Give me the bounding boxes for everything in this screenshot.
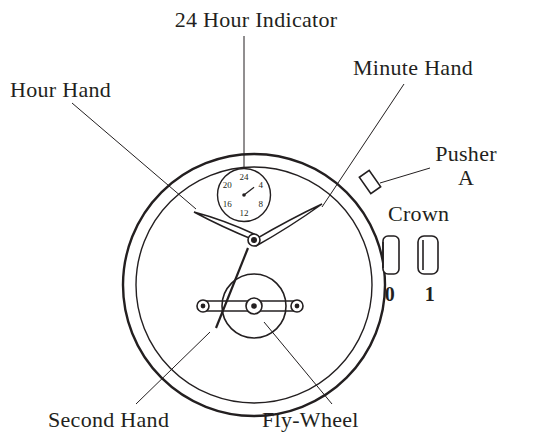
dial-number: 16 [223, 199, 232, 208]
fly-wheel [197, 274, 303, 338]
crown [383, 236, 399, 274]
crown-position: 1 [425, 282, 435, 306]
part-label: 24 Hour Indicator [175, 8, 338, 32]
part-label: Fly-Wheel [262, 408, 359, 432]
part-label: Crown [388, 202, 449, 226]
leader-lines [72, 36, 430, 404]
dial-number: 12 [240, 209, 249, 218]
dial-number: 20 [223, 181, 232, 190]
part-label: Pusher A [431, 142, 501, 190]
part-label: Second Hand [48, 408, 169, 432]
crown-position: 0 [385, 282, 395, 306]
sub-dial: 24 4 8 12 16 20 [216, 167, 272, 223]
part-label: Hour Hand [10, 78, 111, 102]
pusher [359, 170, 380, 193]
dial-number: 24 [240, 172, 249, 181]
part-label: Minute Hand [353, 56, 473, 80]
dial [136, 167, 372, 403]
second-hand [216, 248, 248, 328]
dial-number: 4 [259, 181, 264, 190]
dial-number: 8 [259, 199, 264, 208]
crown-pulled [418, 236, 438, 274]
watch-case [123, 154, 385, 416]
